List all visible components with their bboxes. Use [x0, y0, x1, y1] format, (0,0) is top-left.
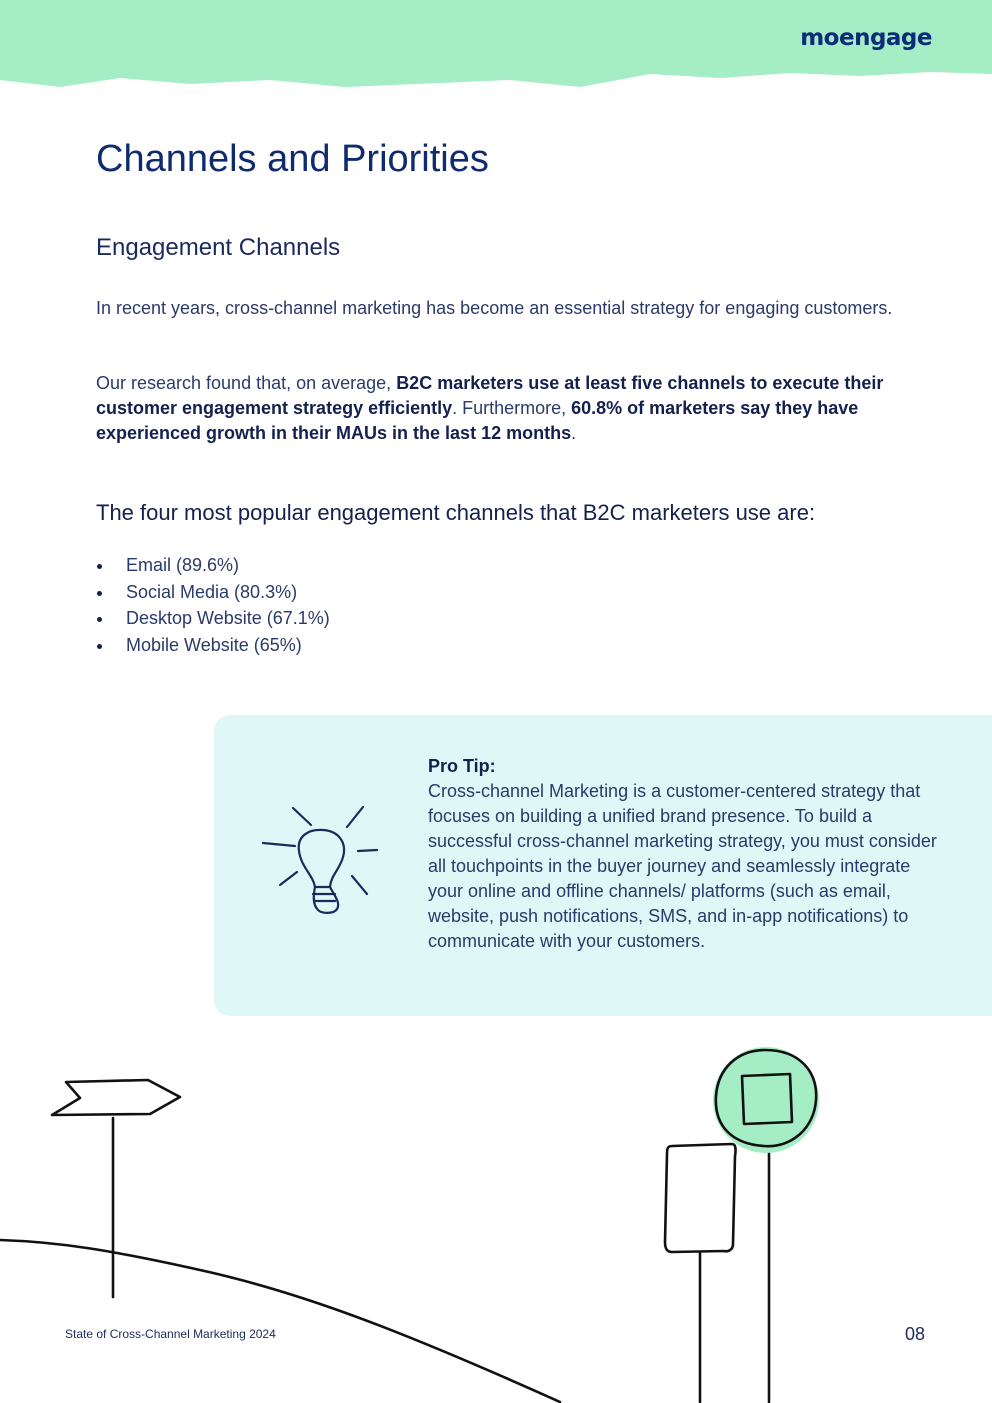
- research-middle: . Furthermore,: [452, 398, 572, 418]
- channel-list: Email (89.6%) Social Media (80.3%) Deskt…: [96, 552, 330, 659]
- signpost-illustration: [0, 1047, 819, 1403]
- channel-list-item: Social Media (80.3%): [96, 579, 330, 606]
- channel-list-item: Mobile Website (65%): [96, 632, 330, 659]
- pro-tip-label: Pro Tip:: [428, 756, 496, 776]
- channel-list-item: Desktop Website (67.1%): [96, 605, 330, 632]
- research-end: .: [571, 423, 577, 443]
- channels-list-heading: The four most popular engagement channel…: [96, 500, 816, 525]
- pro-tip-body: Cross-channel Marketing is a customer-ce…: [428, 781, 937, 951]
- pro-tip-box: [214, 715, 992, 1016]
- research-paragraph: Our research found that, on average, B2C…: [96, 371, 896, 446]
- intro-paragraph: In recent years, cross-channel marketing…: [96, 298, 893, 318]
- research-highlight-mau: 60.8% of marketers say they have experie…: [96, 398, 859, 443]
- moengage-logo: moengage: [800, 25, 932, 51]
- pro-tip-text: Pro Tip: Cross-channel Marketing is a cu…: [428, 754, 948, 954]
- section-title: Engagement Channels: [96, 234, 341, 261]
- page-title: Channels and Priorities: [96, 138, 489, 180]
- page-number: 08: [905, 1324, 926, 1344]
- research-highlight-channels: B2C marketers use at least five channels…: [96, 373, 884, 418]
- channel-list-item: Email (89.6%): [96, 552, 330, 579]
- research-lead: Our research found that, on average,: [96, 373, 397, 393]
- footer-report-name: State of Cross-Channel Marketing 2024: [65, 1327, 276, 1341]
- lightbulb-icon: [261, 805, 379, 914]
- header-band: [0, 0, 992, 87]
